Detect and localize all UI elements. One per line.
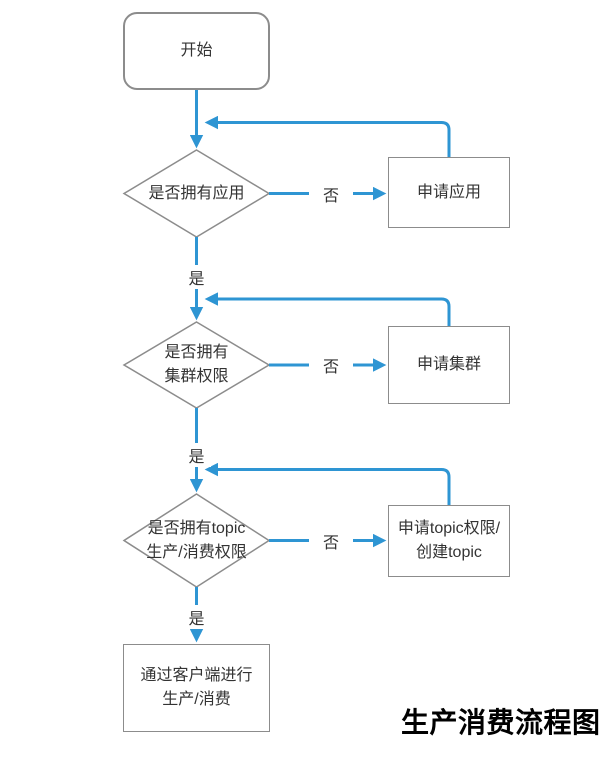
decision-has-cluster-label: 是否拥有 集群权限 (164, 344, 229, 385)
diagram-title: 生产消费流程图 (401, 707, 600, 738)
process-client-node: 通过客户端进行 生产/消费 (123, 644, 270, 732)
edge-label-yes-topic: 是 (182, 605, 211, 629)
start-node: 开始 (123, 12, 270, 90)
loopback-apply-cluster (204, 292, 451, 326)
decision-has-app-label: 是否拥有应用 (148, 184, 245, 202)
process-apply-cluster-label: 申请集群 (416, 356, 481, 373)
edge-label-yes-cluster: 是 (182, 443, 211, 467)
edge-label-yes-app: 是 (182, 265, 211, 289)
process-apply-app-node: 申请应用 (388, 157, 510, 228)
edge-label-no-topic: 否 (309, 528, 353, 553)
process-client-label: 通过客户端进行 生产/消费 (140, 667, 253, 708)
loopback-apply-app (204, 115, 451, 157)
loopback-apply-topic (204, 462, 451, 505)
process-apply-app-label: 申请应用 (416, 183, 481, 201)
edge-label-no-cluster: 否 (309, 352, 353, 377)
edge-label-no-app: 否 (309, 181, 353, 206)
process-apply-topic-label: 申请topic权限/ 创建topic (397, 520, 501, 561)
decision-has-topic-label: 是否拥有topic 生产/消费权限 (146, 519, 247, 561)
start-node-label: 开始 (180, 42, 213, 59)
process-apply-cluster-node: 申请集群 (388, 326, 510, 404)
process-apply-topic-node: 申请topic权限/ 创建topic (388, 505, 510, 577)
